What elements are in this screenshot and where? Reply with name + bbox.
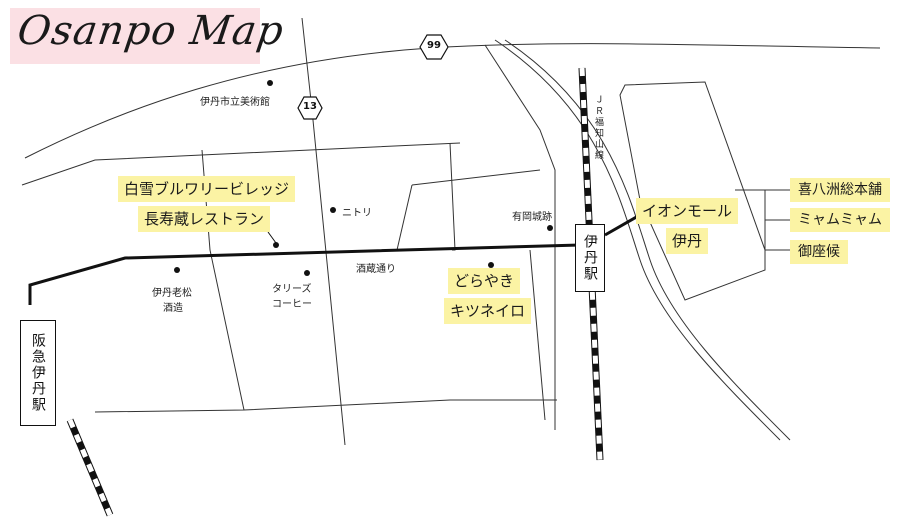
- jr-track-curve-1: [494, 39, 781, 441]
- aeon-mall-label-1: イオンモール: [636, 198, 739, 224]
- arioka-castle-label: 有岡城跡: [512, 212, 552, 223]
- chojugura-restaurant-label: 長寿蔵レストラン: [138, 206, 271, 232]
- shop-kiyasu: 喜八洲総本舗: [790, 178, 890, 202]
- aeon-connector-route: [604, 213, 641, 237]
- dorayaki-label: どらやき: [448, 268, 521, 294]
- road-v2: [449, 142, 456, 251]
- hankyu-itami-station: 阪急伊丹駅: [20, 320, 56, 426]
- title-background: [10, 8, 260, 64]
- dorayaki-marker: [488, 262, 494, 268]
- oimatsu-label-1: 伊丹老松: [152, 288, 192, 299]
- jr-track-curve-2: [504, 39, 791, 441]
- chojugura-marker: [273, 242, 279, 248]
- shop-connector: [735, 189, 790, 251]
- route-13-shield: [297, 96, 323, 120]
- oimatsu-label-2: 酒造: [163, 303, 183, 314]
- tullys-marker: [304, 270, 310, 276]
- shop-gozasoro: 御座候: [790, 240, 848, 264]
- secondary-road-top: [21, 142, 461, 186]
- route-13-road: [301, 17, 346, 446]
- nitori-label: ニトリ: [342, 208, 372, 219]
- arioka-castle-marker: [547, 225, 553, 231]
- route-13-label: 13: [303, 101, 317, 112]
- sakagura-dori-label: 酒蔵通り: [356, 264, 396, 275]
- tullys-label-2: コーヒー: [272, 299, 312, 310]
- tullys-label-1: タリーズ: [272, 284, 312, 295]
- road-v3: [396, 184, 413, 251]
- route-99-shield: [419, 34, 449, 60]
- sakagura-dori-route: [28, 243, 581, 305]
- shop-myammyam: ミャムミャム: [790, 208, 890, 232]
- chojugura-pointer: [267, 231, 277, 244]
- route-99-road: [24, 43, 881, 159]
- nitori-marker: [330, 207, 336, 213]
- aeon-mall-outline: [619, 81, 766, 301]
- hankyu-rail-dash: [67, 419, 113, 516]
- road-h-kitsune: [411, 169, 541, 186]
- road-diagonal-east: [484, 44, 556, 430]
- kitsuneiro-label: キツネイロ: [444, 298, 532, 324]
- oimatsu-marker: [174, 267, 180, 273]
- route-99-label: 99: [427, 40, 441, 51]
- road-south-east: [529, 249, 546, 421]
- aeon-mall-label-2: 伊丹: [666, 228, 709, 254]
- shirayuki-village-label: 白雪ブルワリービレッジ: [118, 176, 296, 202]
- museum-label: 伊丹市立美術館: [200, 97, 270, 108]
- jr-itami-station: 伊丹駅: [575, 224, 605, 292]
- museum-marker: [267, 80, 273, 86]
- jr-line-label: ＪＲ福知山線: [593, 95, 603, 161]
- road-bottom: [94, 399, 557, 413]
